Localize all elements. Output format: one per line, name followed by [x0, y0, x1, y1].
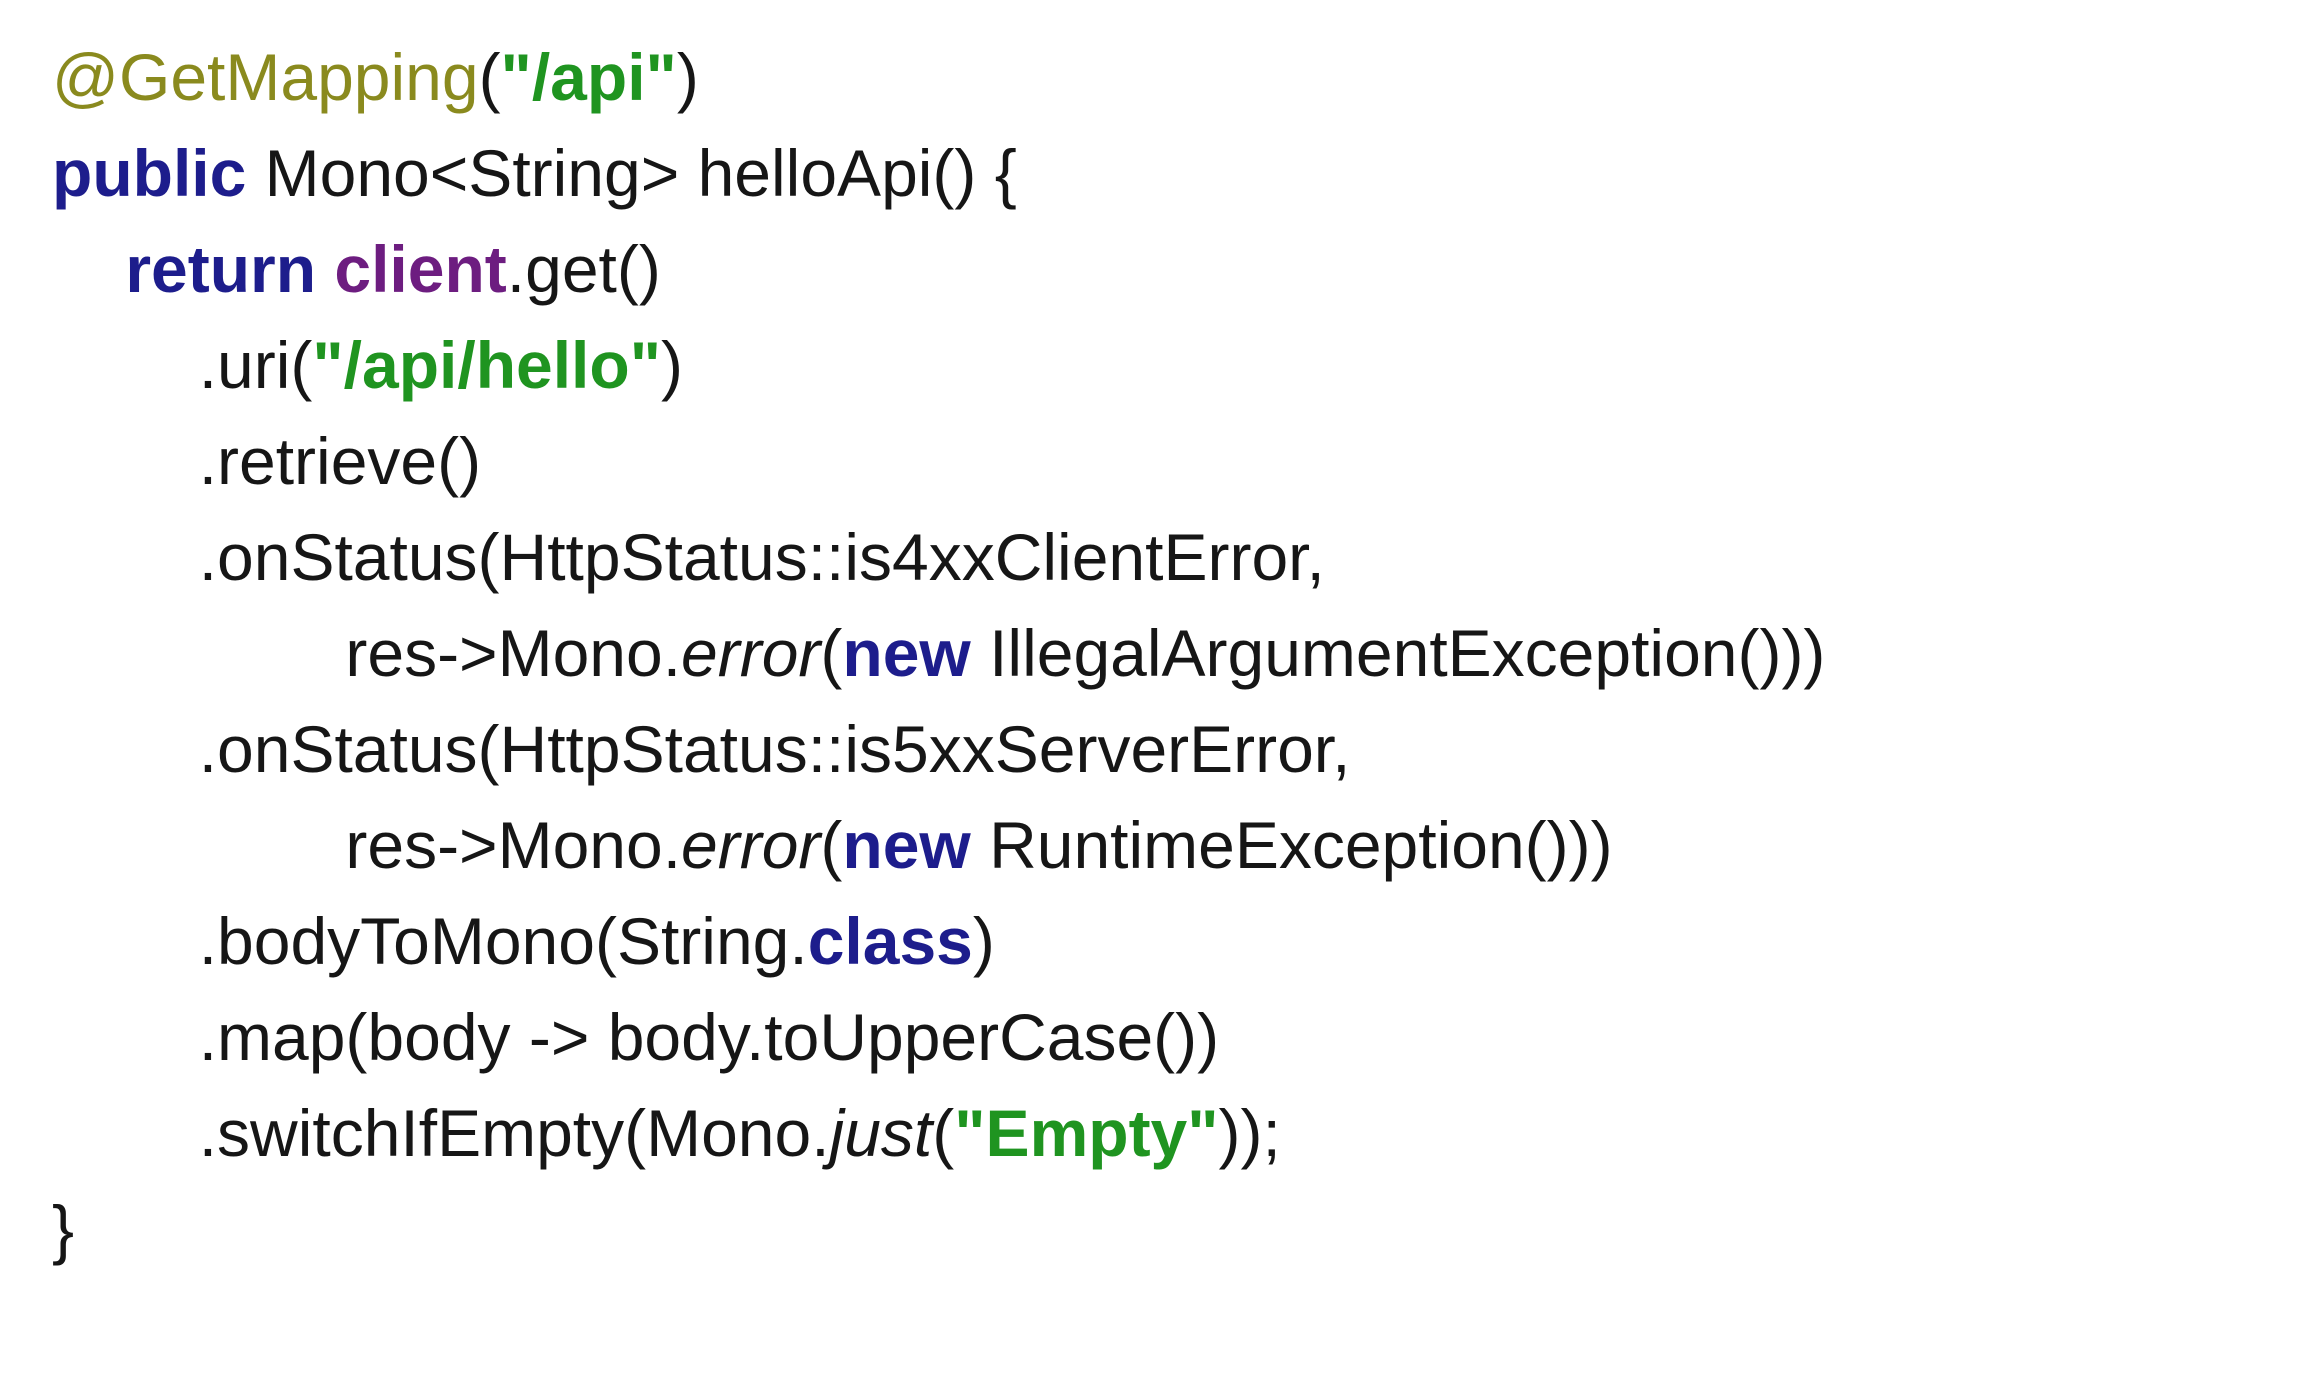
code-token-plain: .retrieve(): [198, 424, 482, 498]
code-line: res->Mono.error(new IllegalArgumentExcep…: [52, 605, 2312, 701]
code-token-italic: just: [829, 1096, 933, 1170]
code-token-plain: res->Mono.: [345, 616, 682, 690]
code-token-plain: ): [661, 328, 683, 402]
code-token-plain: RuntimeException())): [970, 808, 1613, 882]
code-token-plain: (: [932, 1096, 955, 1170]
code-token-keyword: return: [125, 232, 317, 306]
code-token-plain: res->Mono.: [345, 808, 682, 882]
code-token-plain: .get(): [506, 232, 661, 306]
code-token-field: client: [334, 232, 507, 306]
code-token-plain: (: [478, 40, 501, 114]
code-token-plain: .bodyToMono(String.: [198, 904, 808, 978]
code-token-plain: ): [676, 40, 699, 114]
code-line: res->Mono.error(new RuntimeException())): [52, 797, 2312, 893]
code-line: public Mono<String> helloApi() {: [52, 125, 2312, 221]
code-line: .bodyToMono(String.class): [52, 893, 2312, 989]
code-block: @GetMapping("/api")public Mono<String> h…: [52, 29, 2312, 1277]
code-token-plain: [316, 232, 334, 306]
code-token-keyword: public: [52, 136, 247, 210]
code-token-plain: .switchIfEmpty(Mono.: [198, 1096, 830, 1170]
code-token-plain: .map(body -> body.toUpperCase()): [198, 1000, 1220, 1074]
code-token-plain: .onStatus(HttpStatus::is5xxServerError,: [198, 712, 1351, 786]
code-line: return client.get(): [52, 221, 2312, 317]
code-token-annotation: @GetMapping: [52, 40, 479, 114]
code-token-string: "Empty": [954, 1096, 1219, 1170]
code-line: @GetMapping("/api"): [52, 29, 2312, 125]
code-token-plain: ));: [1218, 1096, 1281, 1170]
code-line: .switchIfEmpty(Mono.just("Empty"));: [52, 1085, 2312, 1181]
code-token-plain: ): [972, 904, 995, 978]
code-token-italic: error: [681, 616, 821, 690]
code-line: .retrieve(): [52, 413, 2312, 509]
code-line: .onStatus(HttpStatus::is4xxClientError,: [52, 509, 2312, 605]
code-token-plain: IllegalArgumentException())): [970, 616, 1826, 690]
code-token-plain: Mono<String> helloApi() {: [246, 136, 1017, 210]
code-token-keyword: new: [842, 808, 971, 882]
code-token-keyword: class: [807, 904, 973, 978]
code-line: .map(body -> body.toUpperCase()): [52, 989, 2312, 1085]
code-token-plain: }: [52, 1192, 75, 1266]
code-token-keyword: new: [842, 616, 971, 690]
code-token-italic: error: [681, 808, 821, 882]
code-token-plain: (: [820, 808, 843, 882]
code-line: .uri("/api/hello"): [52, 317, 2312, 413]
code-token-string: "/api/hello": [312, 328, 662, 402]
code-token-plain: .uri(: [198, 328, 313, 402]
code-line: .onStatus(HttpStatus::is5xxServerError,: [52, 701, 2312, 797]
code-token-plain: (: [820, 616, 843, 690]
code-token-plain: .onStatus(HttpStatus::is4xxClientError,: [198, 520, 1325, 594]
code-line: }: [52, 1181, 2312, 1277]
code-token-string: "/api": [500, 40, 677, 114]
